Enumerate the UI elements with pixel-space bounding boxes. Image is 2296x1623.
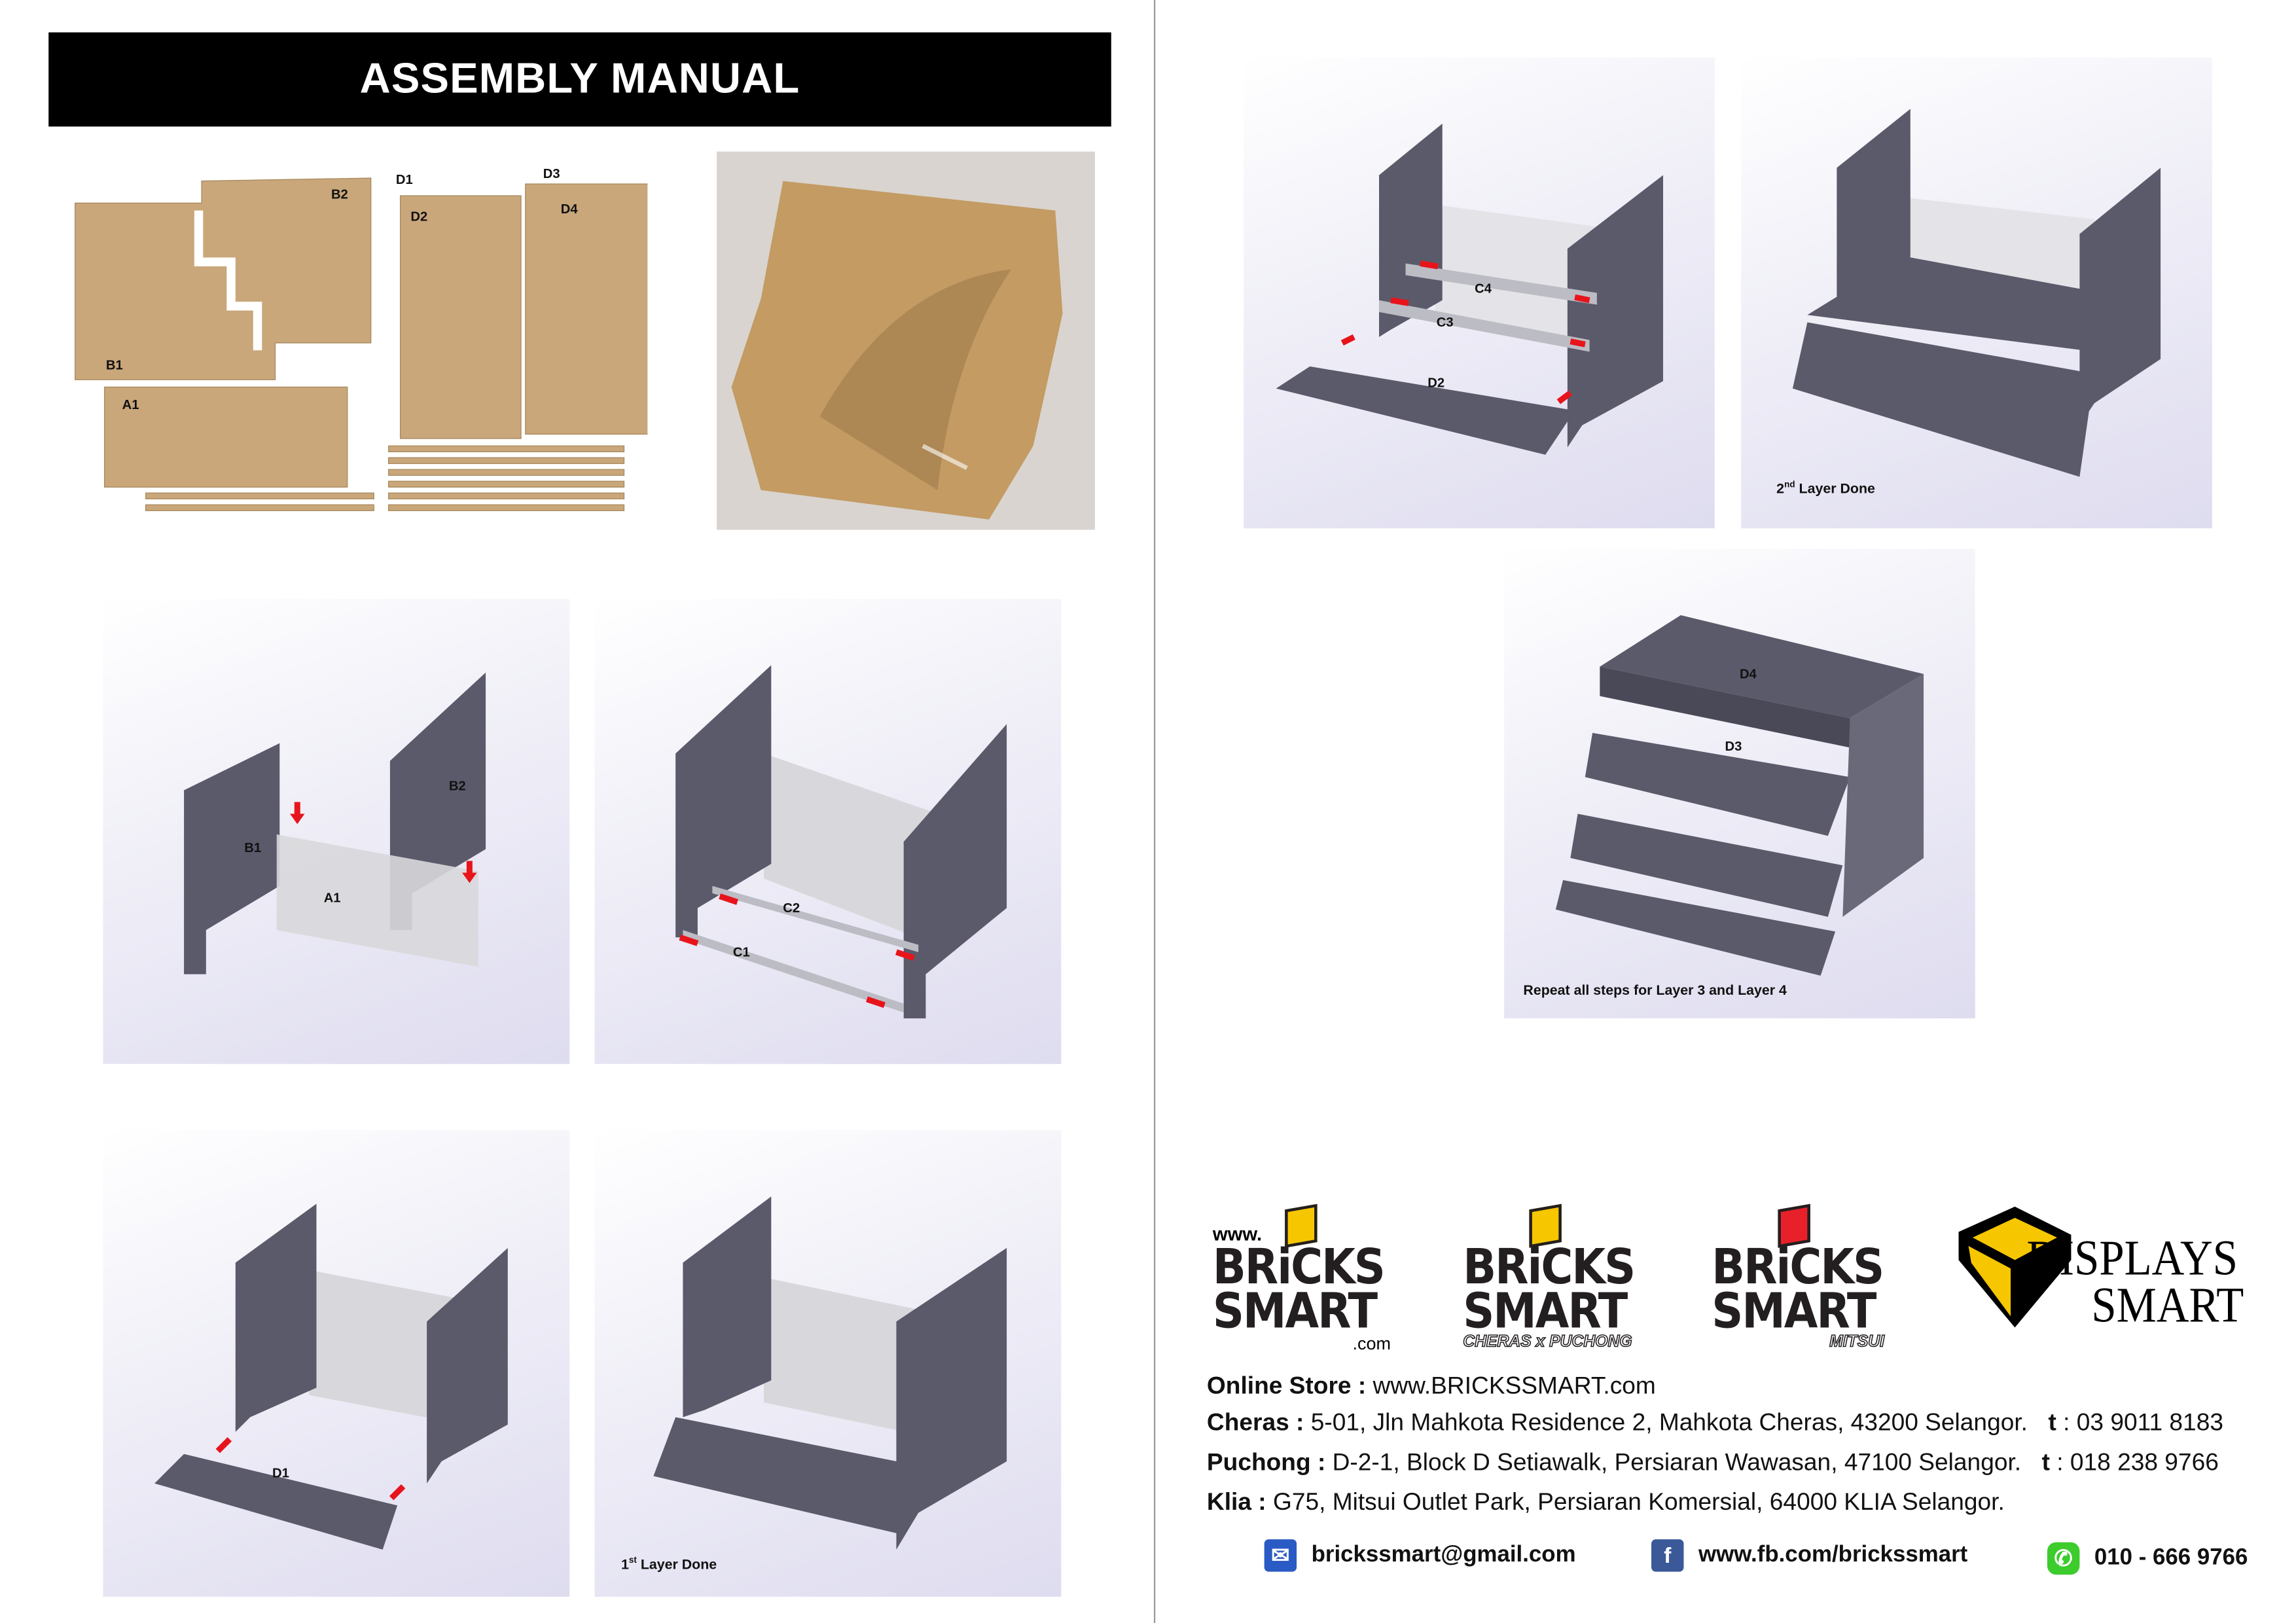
part-label: C2 [783, 901, 800, 916]
pieces-photo: B2 B1 A1 D1 D2 D3 D4 [69, 151, 648, 523]
step-6-illustration: 2nd Layer Done [1741, 57, 2212, 529]
facebook-icon: f [1651, 1539, 1684, 1572]
step-7-illustration: D4 D3 Repeat all steps for Layer 3 and L… [1504, 548, 1975, 1019]
part-label: D4 [1740, 668, 1757, 682]
page-title: ASSEMBLY MANUAL [48, 32, 1111, 127]
mail-icon: ✉ [1264, 1539, 1297, 1572]
piece-label: D4 [561, 202, 579, 217]
whatsapp-icon: ✆ [2047, 1542, 2080, 1575]
part-label: D3 [1725, 740, 1742, 754]
online-store-line: Online Store : www.BRICKSSMART.com [1206, 1373, 1656, 1400]
whatsapp-contact[interactable]: ✆010 - 666 9766 [2047, 1542, 2248, 1575]
step-caption: 1st Layer Done [620, 1557, 717, 1574]
part-label: C4 [1475, 281, 1492, 296]
logo-displays-smart: DISPLAYS SMART [1950, 1204, 2267, 1336]
cheras-address-line: Cheras : 5-01, Jln Mahkota Residence 2, … [1206, 1410, 2223, 1436]
piece-label: D1 [396, 173, 413, 187]
step-caption: 2nd Layer Done [1776, 481, 1875, 498]
part-label: A1 [324, 891, 341, 905]
part-label: B1 [244, 841, 261, 855]
piece-label: B2 [331, 188, 348, 202]
part-label: D1 [272, 1467, 289, 1481]
klia-address-line: Klia : G75, Mitsui Outlet Park, Persiara… [1206, 1489, 2005, 1516]
step-4-illustration: 1st Layer Done [594, 1130, 1062, 1597]
email-contact[interactable]: ✉brickssmart@gmail.com [1264, 1539, 1576, 1572]
piece-label: D2 [410, 209, 427, 224]
step-5-illustration: C4 C3 D2 [1244, 57, 1715, 529]
step-3-illustration: D1 [103, 1130, 570, 1597]
part-label: C1 [733, 946, 750, 960]
part-label: D2 [1427, 376, 1444, 390]
part-label: B2 [449, 779, 466, 794]
part-label: C3 [1437, 315, 1454, 330]
puchong-address-line: Puchong : D-2-1, Block D Setiawalk, Pers… [1206, 1449, 2219, 1476]
peel-film-photo [717, 151, 1096, 530]
step-caption: Repeat all steps for Layer 3 and Layer 4 [1523, 983, 1787, 999]
step-1-illustration: B1 B2 A1 [103, 599, 570, 1064]
step-2-illustration: C2 C1 [594, 599, 1062, 1064]
page-divider [1153, 0, 1156, 1623]
piece-label: A1 [122, 398, 139, 412]
cube-icon [1958, 1206, 2072, 1328]
piece-label: B1 [106, 358, 123, 372]
piece-label: D3 [543, 167, 560, 181]
